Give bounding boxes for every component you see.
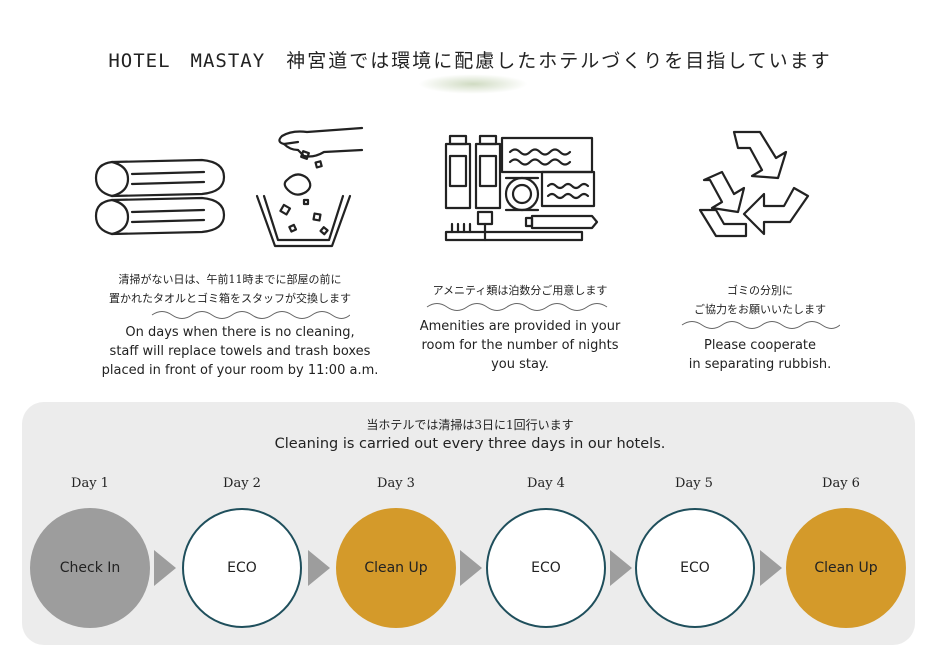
section-recycle-jp: ゴミの分別に ご協力をお願いいたします — [660, 281, 860, 319]
schedule-heading-en: Cleaning is carried out every three days… — [274, 436, 666, 452]
en-line: placed in front of your room by 11:00 a.… — [101, 363, 379, 378]
brush-stroke-decoration — [418, 74, 528, 94]
day-2-status-circle: ECO — [182, 508, 302, 628]
towels-and-trash-icon — [94, 126, 364, 248]
jp-line: ご協力をお願いいたします — [694, 303, 826, 316]
section-recycle-en: Please cooperate in separating rubbish. — [660, 336, 860, 374]
page-title: HOTEL MASTAY 神宮道では環境に配慮したホテルづくりを目指しています — [0, 46, 940, 73]
section-towels-en: On days when there is no cleaning, staff… — [80, 323, 400, 380]
arrow-right-icon — [760, 550, 782, 586]
jp-line: アメニティ類は泊数分ご用意します — [432, 284, 608, 297]
section-towels-jp: 清掃がない日は、午前11時までに部屋の前に 置かれたタオルとゴミ箱をスタッフが交… — [80, 270, 380, 308]
day-label: Day 1 — [71, 476, 109, 491]
day-3-status-circle: Clean Up — [336, 508, 456, 628]
en-line: Amenities are provided in your — [419, 319, 621, 334]
en-line: staff will replace towels and trash boxe… — [109, 344, 371, 359]
day-label: Day 5 — [675, 476, 713, 491]
day-label: Day 2 — [223, 476, 261, 491]
jp-line: 清掃がない日は、午前11時までに部屋の前に — [118, 273, 342, 286]
section-amenities-en: Amenities are provided in your room for … — [395, 317, 645, 374]
amenities-icon — [444, 134, 599, 242]
title-jp: 神宮道では環境に配慮したホテルづくりを目指しています — [286, 50, 832, 72]
hotel-brand: HOTEL MASTAY — [108, 50, 266, 72]
day-1-status-circle: Check In — [30, 508, 150, 628]
en-line: room for the number of nights — [421, 338, 619, 353]
section-amenities-jp: アメニティ類は泊数分ご用意します — [395, 281, 645, 300]
arrow-right-icon — [154, 550, 176, 586]
schedule-heading-jp: 当ホテルでは清掃は3日に1回行います — [366, 418, 574, 432]
en-line: in separating rubbish. — [688, 357, 832, 372]
schedule-panel — [22, 402, 915, 645]
arrow-right-icon — [610, 550, 632, 586]
day-6-status-circle: Clean Up — [786, 508, 906, 628]
day-4-status-circle: ECO — [486, 508, 606, 628]
jp-line: ゴミの分別に — [727, 284, 793, 297]
en-line: you stay. — [491, 357, 549, 372]
day-5-status-circle: ECO — [635, 508, 755, 628]
day-label: Day 6 — [822, 476, 860, 491]
day-label: Day 4 — [527, 476, 565, 491]
squiggle-divider — [151, 311, 350, 319]
jp-line: 置かれたタオルとゴミ箱をスタッフが交換します — [109, 292, 351, 305]
squiggle-divider — [426, 303, 608, 311]
en-line: On days when there is no cleaning, — [125, 325, 355, 340]
arrow-right-icon — [460, 550, 482, 586]
squiggle-divider — [681, 321, 840, 329]
day-label: Day 3 — [377, 476, 415, 491]
en-line: Please cooperate — [703, 338, 817, 353]
recycle-icon — [698, 130, 810, 238]
arrow-right-icon — [308, 550, 330, 586]
